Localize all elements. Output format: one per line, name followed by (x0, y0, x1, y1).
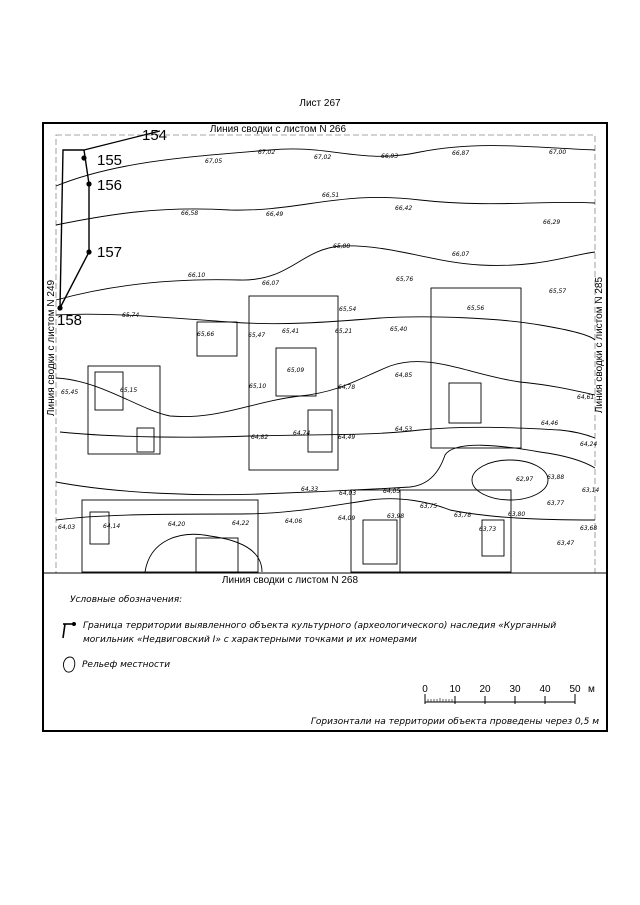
elevation-label: 65,21 (335, 328, 352, 335)
sheet-title: Лист 267 (299, 98, 341, 109)
elevation-label: 66,58 (181, 210, 198, 217)
point-marker (81, 155, 87, 161)
edge-label-top: Линия сводки с листом N 266 (210, 124, 347, 135)
elevation-label: 66,29 (543, 219, 560, 226)
elevation-label: 65,10 (249, 383, 266, 390)
elevation-label: 64,05 (383, 488, 400, 495)
elevation-label: 65,56 (467, 305, 484, 312)
elevation-label: 64,22 (232, 520, 249, 527)
elevation-label: 63,73 (479, 526, 496, 533)
point-marker (86, 181, 92, 187)
elevation-label: 66,42 (395, 205, 412, 212)
elevation-label: 66,49 (266, 211, 283, 218)
point-label-156: 156 (97, 177, 122, 194)
elevation-labels: 67,05 67,02 67,02 66,93 66,87 67,00 66,5… (58, 149, 599, 547)
elevation-label: 65,88 (333, 243, 350, 250)
elevation-label: 63,47 (557, 540, 574, 547)
elevation-label: 62,97 (516, 476, 533, 483)
contour-interval-note: Горизонтали на территории объекта провед… (311, 717, 599, 727)
elevation-label: 63,78 (454, 512, 471, 519)
elevation-label: 65,47 (248, 332, 265, 339)
elevation-label: 65,76 (396, 276, 413, 283)
object-boundary (57, 130, 161, 311)
elevation-label: 66,51 (322, 192, 339, 199)
elevation-label: 64,53 (395, 426, 412, 433)
scale-tick-label: 40 (539, 684, 551, 695)
elevation-label: 63,88 (547, 474, 564, 481)
elevation-label: 64,82 (251, 434, 268, 441)
scale-tick-label: 30 (509, 684, 521, 695)
elevation-label: 64,24 (580, 441, 597, 448)
elevation-label: 64,49 (338, 434, 355, 441)
elevation-label: 66,10 (188, 272, 205, 279)
elevation-label: 67,00 (549, 149, 566, 156)
elevation-label: 63,98 (387, 513, 404, 520)
elevation-label: 63,68 (580, 525, 597, 532)
elevation-label: 66,87 (452, 150, 469, 157)
elevation-label: 67,02 (314, 154, 331, 161)
elevation-label: 64,03 (339, 490, 356, 497)
elevation-label: 66,07 (452, 251, 469, 258)
edge-label-left: Линия сводки с листом N 249 (46, 279, 57, 416)
elevation-label: 66,07 (262, 280, 279, 287)
elevation-label: 63,14 (582, 487, 599, 494)
elevation-label: 67,02 (258, 149, 275, 156)
scale-tick-label: 20 (479, 684, 491, 695)
edge-label-bottom: Линия сводки с листом N 268 (222, 575, 359, 586)
elevation-label: 64,03 (58, 524, 75, 531)
elevation-label: 65,45 (61, 389, 78, 396)
scale-bar: 0 10 20 30 40 50 м (422, 684, 595, 704)
point-marker (57, 305, 63, 311)
relief-symbol-icon (63, 656, 76, 673)
elevation-label: 64,46 (541, 420, 558, 427)
scale-tick-label: 50 (569, 684, 581, 695)
elevation-label: 64,20 (168, 521, 185, 528)
scale-tick-label: 10 (449, 684, 461, 695)
elevation-label: 67,05 (205, 158, 222, 165)
elevation-label: 64,33 (301, 486, 318, 493)
elevation-label: 65,40 (390, 326, 407, 333)
contour-lines (55, 145, 596, 573)
elevation-label: 63,77 (547, 500, 564, 507)
depression-contour (471, 459, 549, 501)
elevation-label: 65,54 (339, 306, 356, 313)
edge-label-right: Линия сводки с листом N 285 (594, 276, 605, 413)
map-frame (42, 122, 608, 732)
point-marker (86, 249, 92, 255)
elevation-label: 65,74 (122, 312, 139, 319)
point-label-155: 155 (97, 152, 122, 169)
elevation-label: 64,06 (285, 518, 302, 525)
legend-relief: Рельеф местности (82, 660, 170, 670)
elevation-label: 64,14 (103, 523, 120, 530)
legend-boundary-line1: Граница территории выявленного объекта к… (83, 621, 556, 631)
point-label-158: 158 (57, 312, 82, 329)
elevation-label: 65,09 (287, 367, 304, 374)
scale-unit: м (588, 684, 595, 695)
elevation-label: 66,93 (381, 153, 398, 160)
elevation-label: 65,66 (197, 331, 214, 338)
elevation-label: 63,80 (508, 511, 525, 518)
elevation-label: 65,57 (549, 288, 566, 295)
elevation-label: 64,61 (577, 394, 594, 401)
elevation-label: 64,74 (293, 430, 310, 437)
legend-boundary-line2: могильник «Недвиговский I» с характерным… (83, 635, 417, 645)
elevation-label: 64,85 (395, 372, 412, 379)
elevation-label: 63,75 (420, 503, 437, 510)
elevation-label: 64,78 (338, 384, 355, 391)
elevation-label: 65,41 (282, 328, 299, 335)
boundary-symbol-icon (62, 622, 76, 639)
elevation-label: 65,15 (120, 387, 137, 394)
point-label-154: 154 (142, 127, 167, 144)
scale-tick-label: 0 (422, 684, 428, 695)
buildings (81, 287, 522, 573)
elevation-label: 64,09 (338, 515, 355, 522)
point-label-157: 157 (97, 244, 122, 261)
legend-title: Условные обозначения: (70, 595, 182, 605)
